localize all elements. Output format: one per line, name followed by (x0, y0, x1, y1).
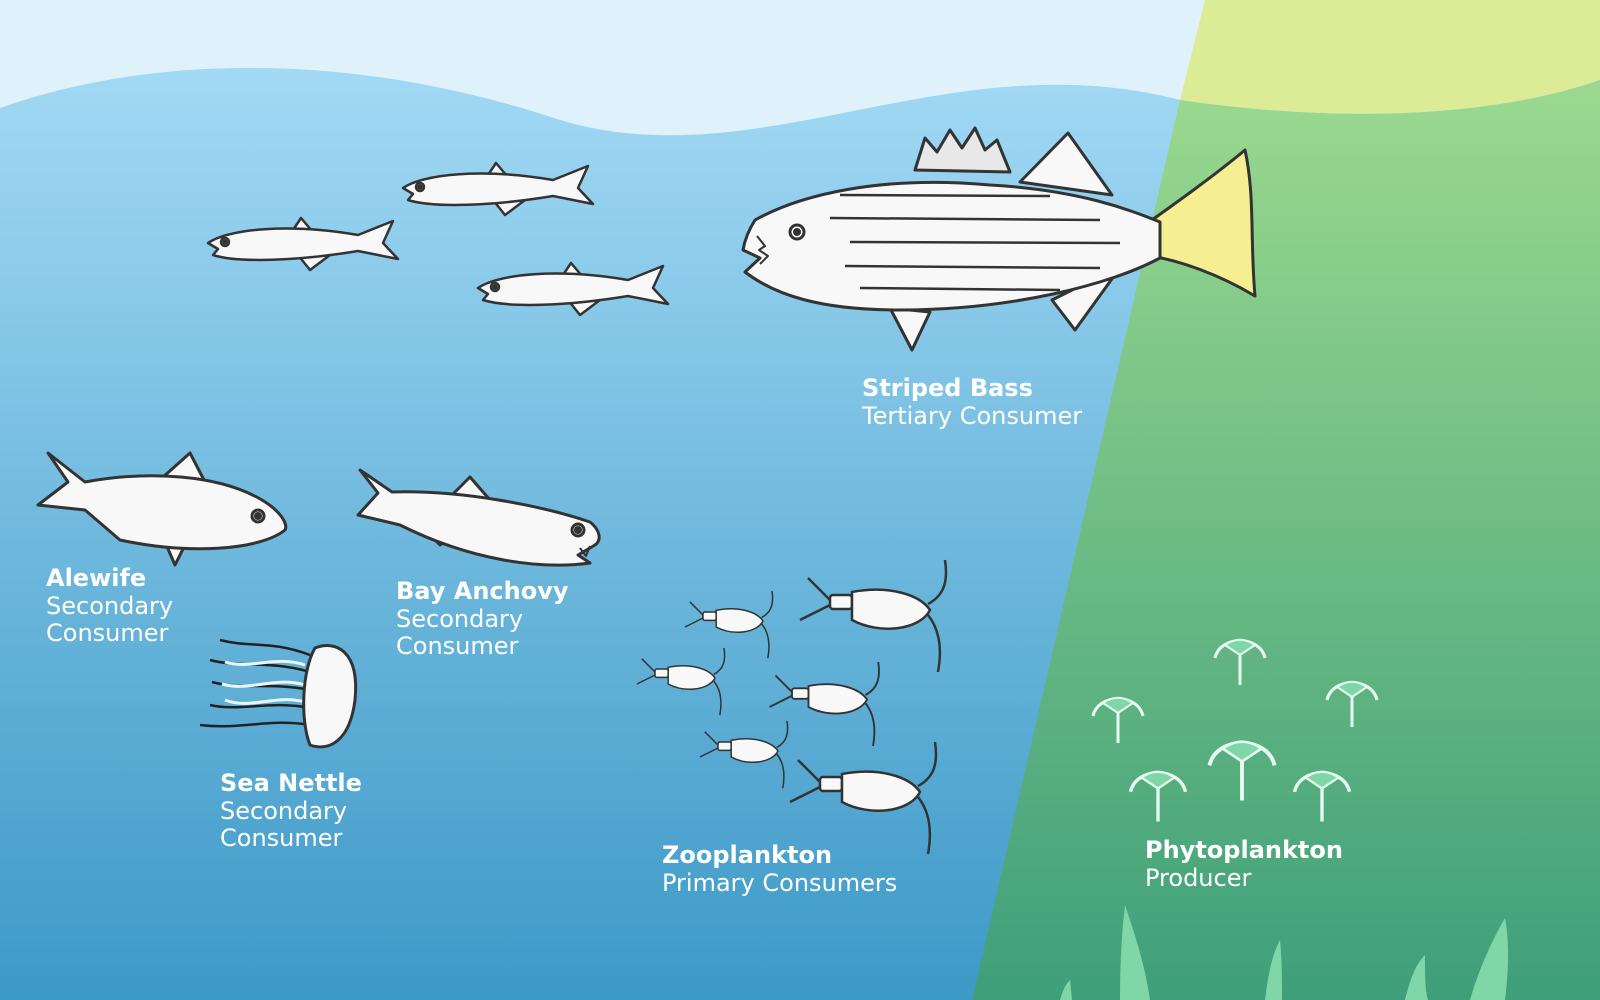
sunlight-beam (972, 80, 1600, 1000)
phytoplankton-role: Producer (1145, 863, 1252, 892)
alewife-role-line1: Secondary (46, 591, 174, 620)
copepod-2 (684, 590, 774, 659)
zooplankton-group (636, 559, 948, 855)
copepod-4 (769, 661, 880, 747)
copepod-6 (789, 741, 938, 855)
sea-nettle-name: Sea Nettle (220, 769, 362, 797)
sea-grass (1060, 905, 1509, 1000)
striped-bass-role: Tertiary Consumer (862, 401, 1083, 430)
phytoplankton-name: Phytoplankton (1145, 836, 1343, 864)
bay-anchovy-role-line2: Consumer (396, 632, 519, 661)
zooplankton-name: Zooplankton (662, 841, 833, 869)
copepod-5 (699, 720, 789, 789)
alewife-role-line2: Consumer (46, 619, 169, 648)
sea-nettle-jellyfish (199, 638, 358, 749)
alewife-label: Alewife Secondary Consumer (46, 564, 174, 648)
sea-nettle-role-line1: Secondary (220, 796, 348, 825)
small-fish-2 (206, 216, 400, 272)
anchovy-school (206, 161, 670, 317)
small-fish-1 (401, 161, 595, 217)
bay-anchovy-role-line1: Secondary (396, 604, 524, 633)
zooplankton-label: Zooplankton Primary Consumers (662, 841, 898, 897)
sea-nettle-label: Sea Nettle Secondary Consumer (220, 769, 362, 853)
sea-nettle-role-line2: Consumer (220, 824, 343, 853)
copepod-1 (799, 559, 948, 673)
bay-anchovy-name: Bay Anchovy (396, 577, 569, 605)
striped-bass-label: Striped Bass Tertiary Consumer (862, 374, 1083, 430)
bay-anchovy-label: Bay Anchovy Secondary Consumer (396, 577, 569, 661)
striped-bass-name: Striped Bass (862, 374, 1033, 402)
small-fish-3 (476, 261, 670, 317)
phytoplankton-label: Phytoplankton Producer (1145, 836, 1343, 892)
bay-anchovy-fish (356, 468, 601, 567)
phytoplankton-group (1091, 638, 1379, 822)
striped-bass-fish (741, 126, 1257, 352)
zooplankton-role: Primary Consumers (662, 868, 898, 897)
alewife-fish (36, 451, 288, 567)
sunlight-surface (1180, 0, 1600, 114)
copepod-3 (636, 647, 726, 716)
alewife-name: Alewife (46, 564, 147, 592)
